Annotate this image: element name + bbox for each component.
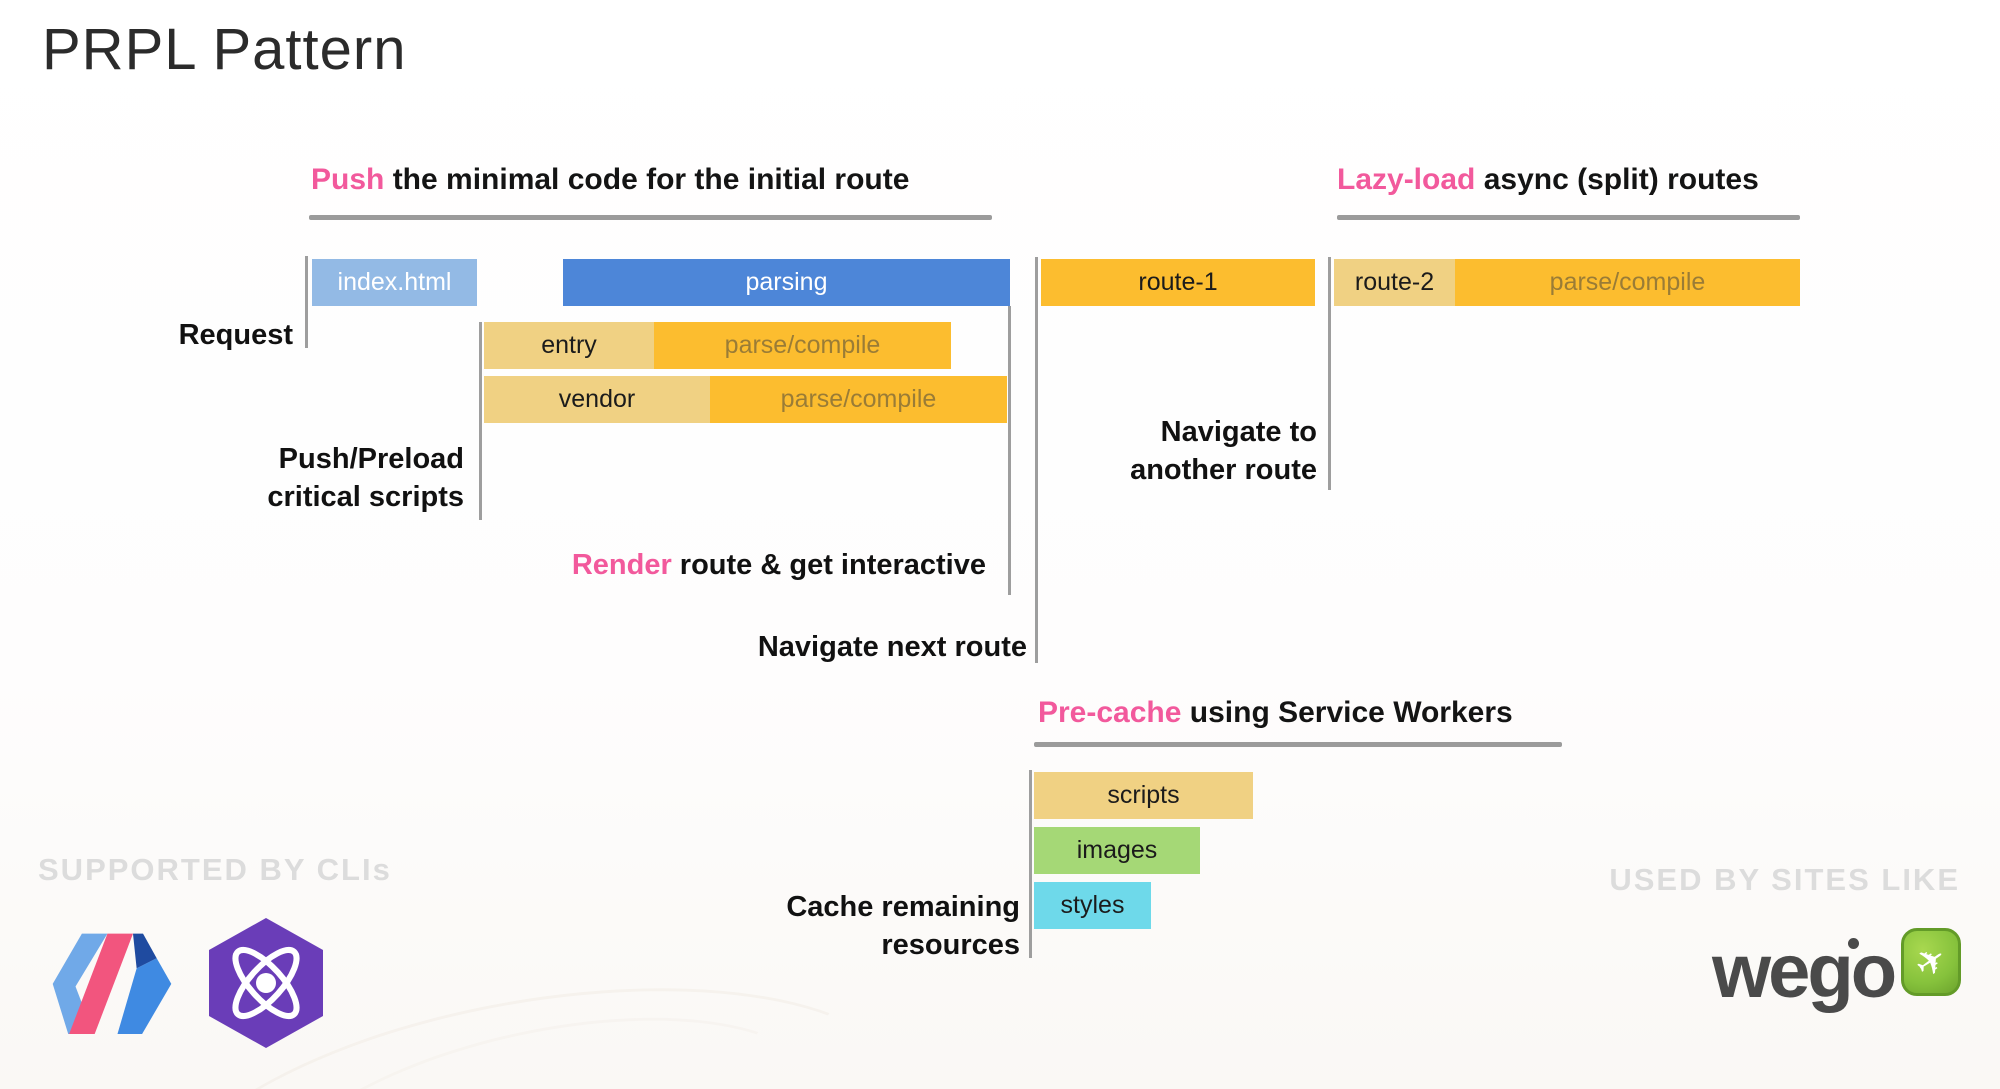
push-preload-label-line2: critical scripts xyxy=(267,481,464,513)
navigate-another-label-line2: another route xyxy=(1130,454,1317,486)
request-tick-line xyxy=(305,256,308,348)
navigate-another-tick-line xyxy=(1328,257,1331,490)
wego-logo-text: wego xyxy=(1712,929,1897,1014)
push-preload-tick-line xyxy=(479,322,482,520)
bar-entry: entry xyxy=(484,322,654,369)
precache-heading-rest: using Service Workers xyxy=(1181,696,1513,729)
render-label: Render route & get interactive xyxy=(572,546,986,584)
push-preload-label-line1: Push/Preload xyxy=(278,443,464,475)
wego-logo-dot xyxy=(1848,938,1859,949)
used-by-sites-label: USED BY SITES LIKE xyxy=(1609,862,1960,897)
navigate-another-route-label: Navigate to another route xyxy=(1130,413,1317,489)
bar-vendor: vendor xyxy=(484,376,710,423)
navigate-next-tick-line xyxy=(1035,257,1038,663)
cache-tick-line xyxy=(1029,770,1032,958)
push-section-underline xyxy=(309,215,992,220)
push-section-heading: Push the minimal code for the initial ro… xyxy=(311,163,909,197)
bar-route-1: route-1 xyxy=(1041,259,1315,306)
supported-by-clis-label: SUPPORTED BY CLIs xyxy=(38,852,392,887)
airplane-icon: ✈ xyxy=(1906,936,1955,988)
cache-remaining-label-line2: resources xyxy=(881,929,1020,961)
precache-section-heading: Pre-cache using Service Workers xyxy=(1038,696,1513,730)
preact-logo xyxy=(209,918,323,1048)
bar-entry-parse-compile: parse/compile xyxy=(654,322,951,369)
lazy-load-section-underline xyxy=(1337,215,1800,220)
lazy-load-keyword: Lazy-load xyxy=(1337,163,1476,196)
lazy-load-heading-rest: async (split) routes xyxy=(1475,163,1759,196)
push-heading-rest: the minimal code for the initial route xyxy=(384,163,910,196)
render-keyword: Render xyxy=(571,549,672,581)
precache-section-underline xyxy=(1034,742,1562,747)
cache-remaining-label: Cache remaining resources xyxy=(786,888,1020,964)
bar-scripts: scripts xyxy=(1034,772,1253,819)
bar-index-html: index.html xyxy=(312,259,477,306)
render-label-rest: route & get interactive xyxy=(671,549,986,581)
bar-styles: styles xyxy=(1034,882,1151,929)
wego-logo-badge: ✈ xyxy=(1901,928,1961,996)
navigate-next-route-label: Navigate next route xyxy=(757,631,1027,663)
request-label: Request xyxy=(178,319,293,351)
push-keyword: Push xyxy=(311,163,385,196)
navigate-another-label-line1: Navigate to xyxy=(1160,416,1317,448)
lazy-load-section-heading: Lazy-load async (split) routes xyxy=(1337,163,1759,197)
bar-images: images xyxy=(1034,827,1200,874)
bar-parsing: parsing xyxy=(563,259,1010,306)
cache-remaining-label-line1: Cache remaining xyxy=(786,891,1020,923)
bar-vendor-parse-compile: parse/compile xyxy=(710,376,1007,423)
page-title: PRPL Pattern xyxy=(42,17,407,82)
bar-route-2: route-2 xyxy=(1334,259,1455,306)
precache-keyword: Pre-cache xyxy=(1038,696,1182,729)
bar-route-2-parse-compile: parse/compile xyxy=(1455,259,1800,306)
render-tick-line xyxy=(1008,306,1011,595)
polymer-logo xyxy=(52,933,172,1034)
push-preload-label: Push/Preload critical scripts xyxy=(267,440,464,516)
